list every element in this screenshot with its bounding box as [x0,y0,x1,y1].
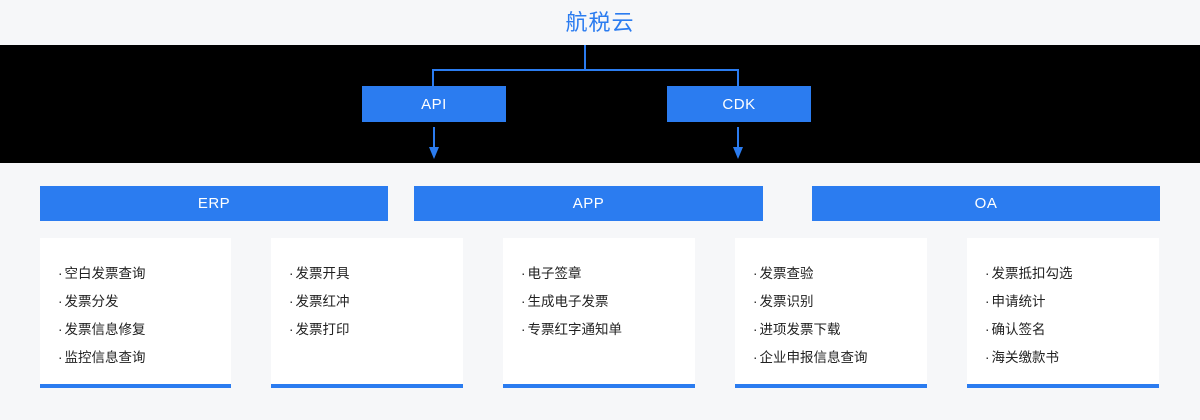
feature-list: ·发票抵扣勾选·申请统计·确认签名·海关缴款书 [967,238,1159,372]
bullet-icon: · [521,266,526,281]
arrow-head [429,147,439,159]
feature-list-item-label: 空白发票查询 [64,266,146,281]
bullet-icon: · [753,322,758,337]
connector-trunk-line [584,45,586,71]
feature-list-item-label: 发票查验 [759,266,814,281]
connector-drop-line-api [432,69,434,87]
bullet-icon: · [753,294,758,309]
feature-card: ·电子签章·生成电子发票·专票红字通知单 [503,238,695,388]
bullet-icon: · [753,350,758,365]
bullet-icon: · [753,266,758,281]
category-label-erp: ERP [197,195,231,212]
black-band-background [0,45,1200,163]
feature-list-item[interactable]: ·发票分发 [58,288,231,316]
bullet-icon: · [58,322,63,337]
arrow-shaft [737,127,739,149]
category-label-oa: OA [974,195,998,212]
arrow-down-api-icon [427,127,441,161]
feature-card: ·空白发票查询·发票分发·发票信息修复·监控信息查询 [40,238,231,388]
feature-list-item-label: 生成电子发票 [527,294,609,309]
bullet-icon: · [985,350,990,365]
feature-list-item[interactable]: ·监控信息查询 [58,344,231,372]
feature-list-item[interactable]: ·企业申报信息查询 [753,344,927,372]
feature-list-item[interactable]: ·发票抵扣勾选 [985,260,1159,288]
feature-list-item[interactable]: ·发票红冲 [289,288,463,316]
feature-list-item-label: 企业申报信息查询 [759,350,868,365]
feature-list-item-label: 确认签名 [991,322,1046,337]
bullet-icon: · [289,294,294,309]
arrow-down-cdk-icon [731,127,745,161]
bullet-icon: · [521,322,526,337]
bullet-icon: · [58,266,63,281]
feature-list-item[interactable]: ·海关缴款书 [985,344,1159,372]
feature-list-item-label: 发票信息修复 [64,322,146,337]
category-bar-oa[interactable]: OA [812,186,1160,221]
bullet-icon: · [289,266,294,281]
feature-list-item[interactable]: ·申请统计 [985,288,1159,316]
feature-list-item-label: 专票红字通知单 [527,322,623,337]
bullet-icon: · [58,350,63,365]
connector-crossbar-line [432,69,739,71]
feature-list: ·电子签章·生成电子发票·专票红字通知单 [503,238,695,344]
feature-list-item[interactable]: ·发票信息修复 [58,316,231,344]
feature-card: ·发票开具·发票红冲·发票打印 [271,238,463,388]
feature-list-item-label: 发票抵扣勾选 [991,266,1073,281]
category-bar-erp[interactable]: ERP [40,186,388,221]
page-title: 航税云 [565,10,635,35]
feature-list-item-label: 发票开具 [295,266,350,281]
category-label-app: APP [572,195,605,212]
feature-list-item-label: 进项发票下载 [759,322,841,337]
feature-list-item[interactable]: ·专票红字通知单 [521,316,695,344]
feature-list-item-label: 发票红冲 [295,294,350,309]
feature-list-item-label: 监控信息查询 [64,350,146,365]
feature-list-item-label: 海关缴款书 [991,350,1060,365]
node-api-label: API [421,95,447,113]
node-cdk-label: CDK [722,95,756,113]
arrow-head [733,147,743,159]
feature-list-item-label: 电子签章 [527,266,582,281]
feature-list-item-label: 发票分发 [64,294,119,309]
connector-drop-line-cdk [737,69,739,87]
node-api[interactable]: API [362,86,506,122]
arrow-shaft [433,127,435,149]
feature-list-item[interactable]: ·电子签章 [521,260,695,288]
feature-list-item[interactable]: ·确认签名 [985,316,1159,344]
feature-card: ·发票抵扣勾选·申请统计·确认签名·海关缴款书 [967,238,1159,388]
bullet-icon: · [985,294,990,309]
feature-list-item[interactable]: ·空白发票查询 [58,260,231,288]
feature-list-item[interactable]: ·进项发票下载 [753,316,927,344]
feature-list-item-label: 发票识别 [759,294,814,309]
feature-list: ·空白发票查询·发票分发·发票信息修复·监控信息查询 [40,238,231,372]
feature-list-item-label: 申请统计 [991,294,1046,309]
category-bar-app[interactable]: APP [414,186,763,221]
feature-list-item[interactable]: ·发票识别 [753,288,927,316]
feature-list: ·发票查验·发票识别·进项发票下载·企业申报信息查询 [735,238,927,372]
bullet-icon: · [58,294,63,309]
feature-list: ·发票开具·发票红冲·发票打印 [271,238,463,344]
feature-list-item[interactable]: ·发票打印 [289,316,463,344]
bullet-icon: · [985,266,990,281]
bullet-icon: · [985,322,990,337]
feature-list-item[interactable]: ·发票查验 [753,260,927,288]
node-cdk[interactable]: CDK [667,86,811,122]
feature-list-item[interactable]: ·生成电子发票 [521,288,695,316]
feature-list-item[interactable]: ·发票开具 [289,260,463,288]
feature-card: ·发票查验·发票识别·进项发票下载·企业申报信息查询 [735,238,927,388]
bullet-icon: · [289,322,294,337]
bullet-icon: · [521,294,526,309]
feature-list-item-label: 发票打印 [295,322,350,337]
